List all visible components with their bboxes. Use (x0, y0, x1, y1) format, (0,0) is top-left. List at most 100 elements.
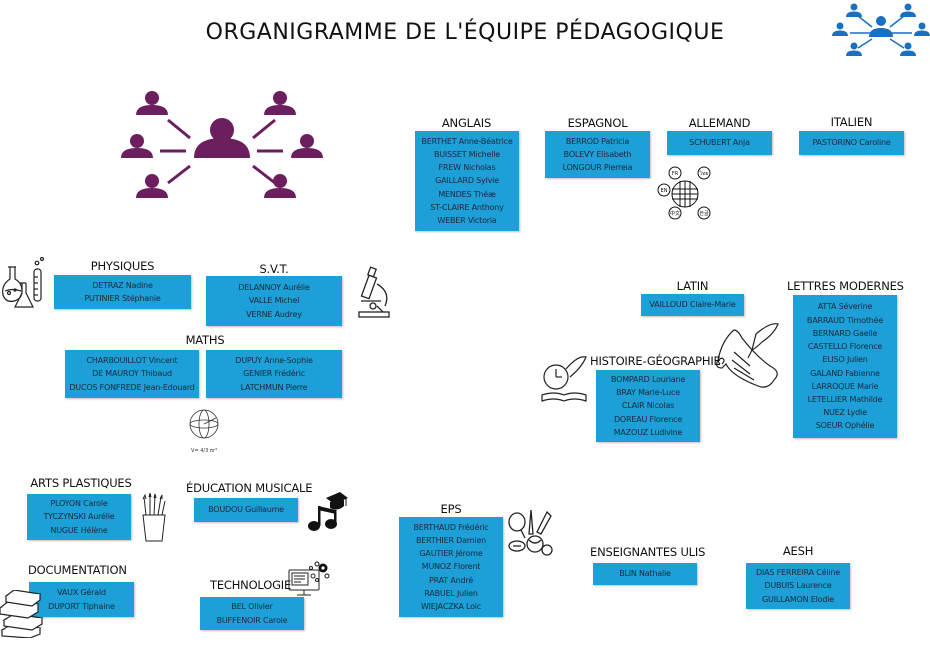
computer-gears-icon (288, 561, 330, 596)
dept-label-physiques: PHYSIQUES (90, 259, 155, 273)
member-name: CLAIR Nicolas (621, 401, 675, 411)
member-name: PUTINIER Stéphanie (84, 294, 161, 303)
member-name: NUGUE Hélène (50, 525, 108, 535)
member-name: BOMPARD Louriane (610, 374, 686, 384)
member-name: GUILLAMON Elodie (762, 594, 834, 604)
member-name: DE MAUROY Thibaud (92, 369, 172, 379)
member-name: LETELLIER Mathilde (807, 394, 883, 404)
member-name: DELANNOY Aurélie (238, 283, 310, 293)
dept-label-latin: LATIN (676, 279, 709, 293)
member-name: DIAS FERREIRA Céline (756, 568, 840, 578)
member-name: VAILLOUD Claire-Marie (649, 300, 736, 310)
dept-label-maths: MATHS (185, 333, 225, 347)
sphere-formula-text: V= 4/3 πr³ (191, 448, 217, 454)
clock-book-icon (541, 356, 587, 402)
member-name: ATTA Séverine (817, 302, 873, 312)
globe-label-th: ไทย (699, 170, 709, 177)
dept-box-ulis: BLIN Nathalie (593, 563, 697, 585)
dept-box-physiques: DETRAZ Nadine PUTINIER Stéphanie (54, 275, 191, 309)
sports-balls-icon (508, 509, 553, 556)
member-name: SCHUBERT Anja (689, 138, 750, 148)
dept-label-aesh: AESH (782, 544, 814, 558)
dept-label-anglais: ANGLAIS (441, 116, 492, 130)
member-name: BLIN Nathalie (619, 569, 671, 579)
member-name: BARRAUD Timothée (806, 315, 884, 325)
member-name: VALLE Michel (248, 296, 300, 306)
member-name: DOREAU Florence (613, 414, 683, 424)
member-name: VERNE Audrey (246, 309, 302, 319)
member-name: BUFFENOIR Carole (216, 615, 288, 625)
member-name: BERTHAUD Frédéric (413, 522, 489, 532)
member-name: MENDES Théæ (438, 189, 496, 199)
member-name: DUBUIS Laurence (764, 581, 832, 591)
member-name: LATCHMUN Pierre (240, 382, 308, 392)
member-name: BERTHIER Damien (415, 535, 486, 545)
dept-box-lettres: ATTA Séverine BARRAUD Timothée BERNARD G… (793, 295, 897, 438)
dept-box-svt: DELANNOY Aurélie VALLE Michel VERNE Audr… (206, 276, 342, 326)
team-network-icon-purple (121, 91, 323, 198)
member-name: WIEJACZKA Loic (420, 602, 482, 611)
globe-label-zh: 中文 (670, 210, 680, 217)
member-name: BERNARD Gaelle (812, 328, 878, 338)
dept-label-eps: EPS (440, 502, 462, 516)
dept-label-espagnol: ESPAGNOL (567, 116, 628, 130)
dept-box-histoire: BOMPARD Louriane BRAY Marie-Luce CLAIR N… (596, 370, 700, 442)
dept-label-allemand: ALLEMAND (688, 116, 751, 130)
globe-label-en: EN (661, 188, 668, 194)
member-name: PLOYON Carole (50, 499, 108, 509)
dept-label-histoire: HISTOIRE-GÉOGRAPHIE (590, 354, 721, 368)
member-name: LARROQUE Marie (811, 381, 879, 391)
member-name: DETRAZ Nadine (92, 280, 153, 290)
page-title: ORGANIGRAMME DE L'ÉQUIPE PÉDAGOGIQUE (205, 20, 725, 45)
dept-box-arts: PLOYON Carole TYCZYNSKI Aurélie NUGUE Hé… (27, 494, 131, 540)
dept-label-documentation: DOCUMENTATION (28, 563, 127, 577)
music-note-icon (308, 492, 348, 531)
dept-label-svt: S.V.T. (259, 262, 289, 276)
member-name: DUPORT Tiphaine (48, 601, 115, 611)
dept-box-anglais: BERTHET Anne-Béatrice BUISSET Michelle F… (415, 131, 519, 231)
member-name: ELISO Julien (822, 355, 868, 365)
dept-box-espagnol: BERROD Patricia BOLEVY Elisabeth LONGOUR… (545, 131, 650, 178)
sphere-formula-icon: V= 4/3 πr³ (189, 409, 219, 454)
member-name: SOEUR Ophélie (815, 421, 875, 431)
dept-label-lettres: LETTRES MODERNES (787, 279, 904, 293)
dept-label-italien: ITALIEN (830, 115, 873, 129)
member-name: MAZOUZ Ludivine (613, 427, 683, 437)
microscope-icon (358, 266, 390, 318)
member-name: MUNOZ Florent (421, 562, 481, 572)
brush-pot-icon (142, 493, 166, 542)
member-name: NUEZ Lydie (823, 408, 867, 418)
member-name: RABUEL Julien (424, 588, 478, 598)
dept-label-ulis: ENSEIGNANTES ULIS (590, 545, 706, 559)
dept-label-arts: ARTS PLASTIQUES (30, 476, 132, 490)
dept-label-technologie: TECHNOLOGIE (210, 578, 292, 592)
team-network-icon-blue (832, 3, 930, 56)
dept-box-technologie: BEL Olivier BUFFENOIR Carole (200, 597, 304, 630)
member-name: WEBER Victoria (437, 216, 497, 225)
dept-box-maths-left: CHARBOUILLOT Vincent DE MAUROY Thibaud D… (65, 350, 199, 398)
member-name: GENIER Frédéric (243, 369, 305, 379)
dept-box-latin: VAILLOUD Claire-Marie (641, 294, 744, 316)
member-name: ST-CLAIRE Anthony (430, 202, 504, 212)
member-name: BOUDOU Guillaume (208, 505, 284, 515)
dept-box-musique: BOUDOU Guillaume (194, 498, 298, 522)
dept-box-aesh: DIAS FERREIRA Céline DUBUIS Laurence GUI… (746, 563, 850, 609)
member-name: PASTORINO Caroline (812, 138, 891, 148)
scroll-quill-icon (716, 323, 779, 388)
dept-box-italien: PASTORINO Caroline (799, 131, 904, 155)
dept-label-musique: ÉDUCATION MUSICALE (186, 481, 313, 495)
book-stack-icon (0, 590, 44, 638)
member-name: CHARBOUILLOT Vincent (86, 356, 178, 366)
member-name: CASTELLO Florence (807, 342, 883, 352)
member-name: GALAND Fabienne (810, 368, 880, 378)
dept-box-allemand: SCHUBERT Anja (667, 131, 772, 155)
member-name: TYCZYNSKI Aurélie (43, 512, 115, 522)
dept-box-maths-right: DUPUY Anne-Sophie GENIER Frédéric LATCHM… (206, 350, 342, 398)
member-name: BOLEVY Elisabeth (563, 149, 632, 159)
member-name: BERTHET Anne-Béatrice (421, 136, 513, 146)
member-name: BERROD Patricia (565, 136, 630, 146)
member-name: DUPUY Anne-Sophie (235, 356, 313, 366)
globe-label-ko: 한글 (699, 211, 709, 217)
member-name: GAILLARD Sylvie (435, 176, 499, 186)
member-name: BRAY Marie-Luce (616, 388, 680, 398)
